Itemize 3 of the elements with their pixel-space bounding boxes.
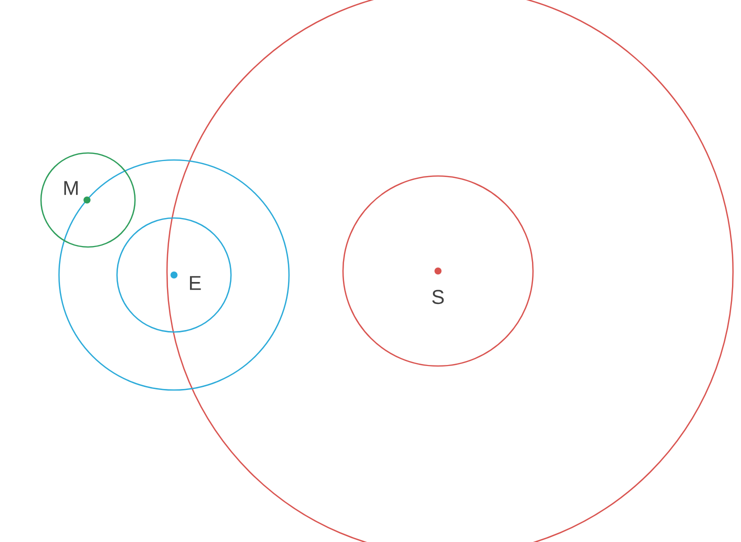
point-label: E xyxy=(190,276,201,290)
point-label: M xyxy=(64,181,78,195)
point-label: S xyxy=(432,290,444,304)
